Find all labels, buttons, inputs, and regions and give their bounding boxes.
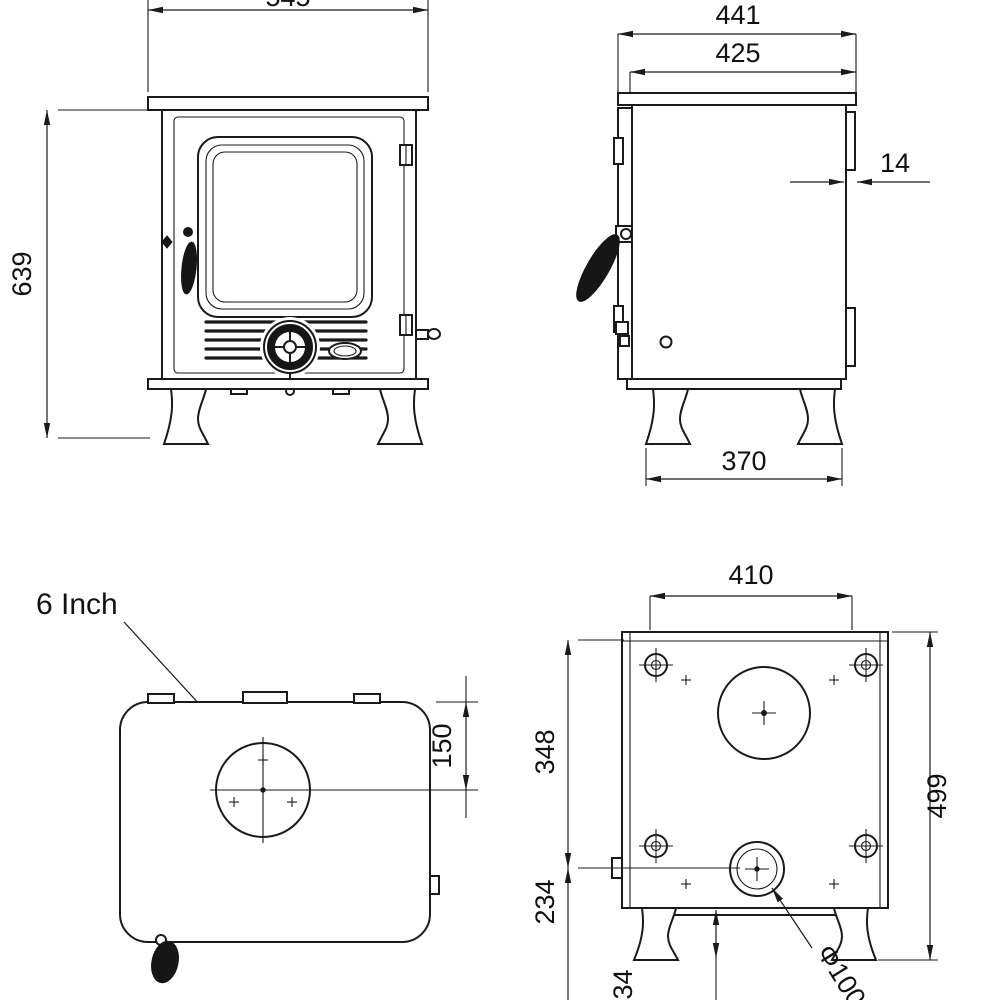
latch-mark (161, 235, 173, 249)
side-knob-mount (415, 329, 429, 340)
dim-rear-partial: 134 (608, 969, 638, 1000)
side-knob (427, 328, 441, 340)
dim-top-offset: 150 (427, 723, 457, 768)
side-leg-right (796, 388, 844, 445)
front-window (197, 136, 373, 318)
side-leg-left (644, 388, 692, 445)
side-view: 441 425 14 370 (576, 0, 930, 486)
top-body (119, 701, 431, 943)
dim-side-thickness: 14 (880, 148, 910, 178)
air-control-wheel (260, 317, 320, 396)
dim-side-legspan: 370 (721, 446, 766, 476)
flue-size-label: 6 Inch (36, 588, 118, 621)
top-door-handle (151, 940, 179, 984)
front-leg-left (162, 388, 210, 445)
rear-plate (621, 631, 889, 909)
dim-rear-upper: 348 (530, 729, 560, 774)
dim-rear-width: 410 (728, 560, 773, 590)
dim-side-overall: 441 (715, 0, 760, 30)
rear-leg-left (632, 907, 680, 961)
front-top-plate (147, 96, 429, 111)
dim-rear-lower: 234 (530, 879, 560, 924)
bottom-flue-collar (729, 841, 785, 897)
back-plate-bottom (845, 307, 856, 367)
dim-side-body: 425 (715, 38, 760, 68)
dim-front-height: 639 (7, 251, 37, 296)
latch (615, 321, 629, 335)
front-view: 545 639 (7, 0, 441, 445)
handle-pin (183, 227, 193, 237)
door-handle (181, 241, 197, 295)
rear-view: 410 (530, 560, 952, 1000)
rear-flue-opening (717, 666, 811, 760)
side-top-plate (617, 92, 857, 106)
dim-front-width: 545 (265, 0, 310, 12)
back-plate-top (845, 111, 856, 171)
front-leg-right (376, 388, 424, 445)
side-door-handle (576, 234, 620, 302)
side-base (626, 378, 842, 390)
flue-outlet (210, 737, 316, 843)
front-base (147, 378, 429, 390)
dim-rear-height: 499 (922, 773, 952, 818)
air-bolt (659, 335, 673, 349)
top-view: 6 Inch 150 (36, 588, 478, 984)
side-body (631, 104, 847, 380)
rear-leg-right (830, 907, 878, 961)
